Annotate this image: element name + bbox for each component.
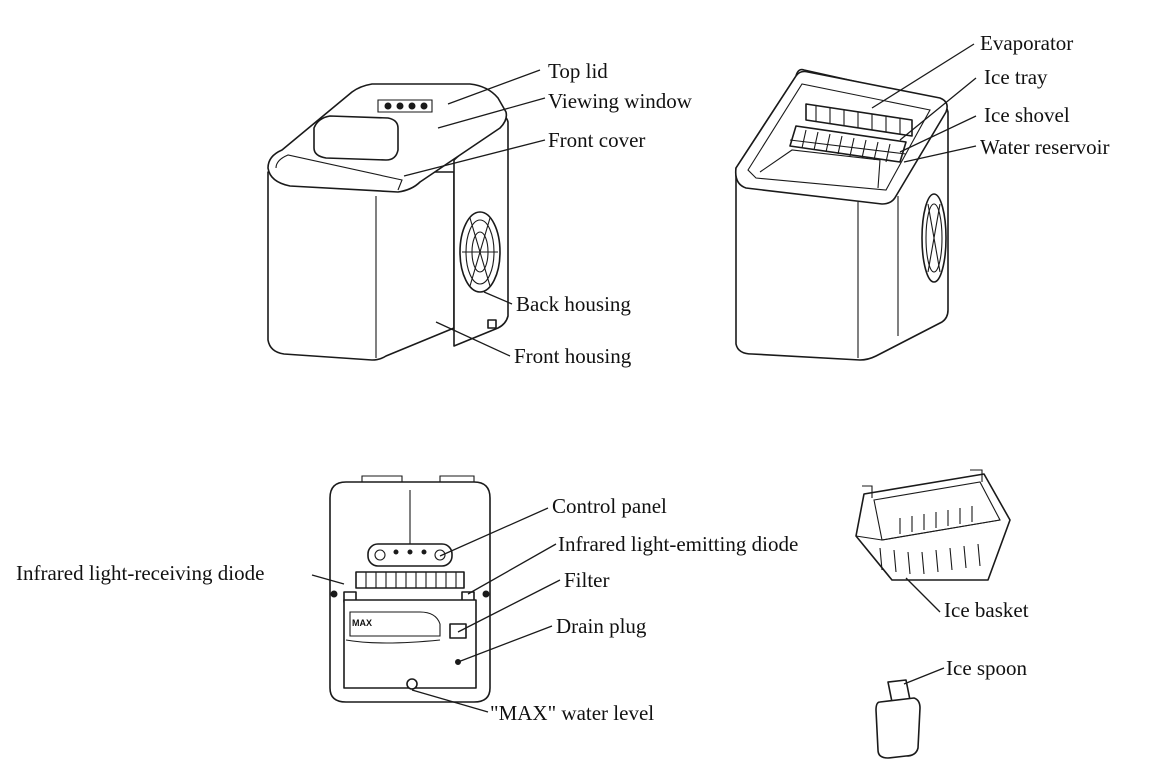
label-front-cover: Front cover [548, 128, 645, 152]
fan-grille-icon [921, 193, 947, 283]
label-back-housing: Back housing [516, 292, 631, 316]
drain-plug-shape [406, 678, 418, 690]
label-drain-plug: Drain plug [556, 614, 647, 638]
max-marking: MAX [352, 618, 372, 628]
fan-grille-icon [459, 211, 501, 293]
water-reservoir-shape [759, 149, 881, 189]
label-viewing-window: Viewing window [548, 89, 693, 113]
label-ice-basket: Ice basket [944, 598, 1029, 622]
ice-spoon-illustration [875, 679, 921, 759]
label-infrared-emitting-diode: Infrared light-emitting diode [558, 532, 798, 556]
label-evaporator: Evaporator [980, 31, 1073, 55]
ice-spoon-scoop [875, 697, 921, 759]
ice-maker-top-view-illustration: MAX [329, 475, 491, 703]
control-panel-shape [367, 543, 453, 567]
viewing-window-shape [313, 115, 399, 161]
label-control-panel: Control panel [552, 494, 667, 518]
label-water-reservoir: Water reservoir [980, 135, 1110, 159]
ice-tray-shape [789, 125, 907, 163]
front-housing-shape [267, 171, 455, 361]
label-ice-shovel: Ice shovel [984, 103, 1070, 127]
ice-maker-closed-illustration [267, 83, 509, 361]
label-ice-spoon: Ice spoon [946, 656, 1028, 680]
reservoir-shape [343, 599, 477, 689]
label-ice-tray: Ice tray [984, 65, 1048, 89]
label-max-water-level: "MAX" water level [490, 701, 654, 725]
filter-shape [449, 623, 467, 639]
ice-maker-open-illustration [734, 68, 949, 361]
label-top-lid: Top lid [548, 59, 608, 83]
ice-basket-illustration [855, 469, 1011, 581]
label-infrared-receiving-diode: Infrared light-receiving diode [16, 561, 264, 585]
label-filter: Filter [564, 568, 610, 592]
ice-shovel-shape [789, 139, 907, 155]
label-front-housing: Front housing [514, 344, 632, 368]
ice-rack-shape [355, 571, 465, 589]
